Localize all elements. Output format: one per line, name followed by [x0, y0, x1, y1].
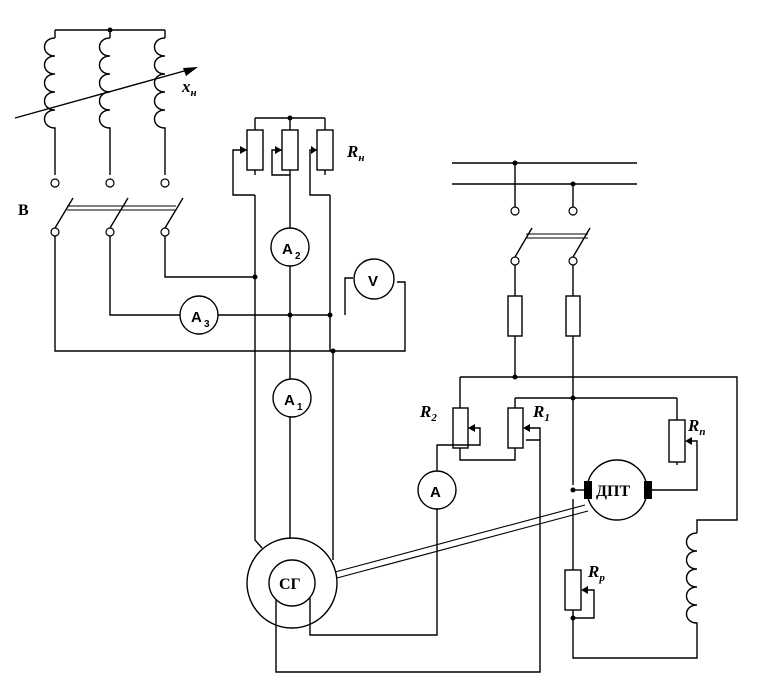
meter-a3: A 3 [179, 295, 219, 335]
switch-b: В [18, 178, 184, 237]
svg-text:3: 3 [204, 319, 210, 330]
starting-resistor: Rр [564, 499, 698, 659]
synchronous-generator: СГ [246, 439, 589, 673]
svg-text:A: A [282, 241, 293, 258]
load-resistor-bank: Rн [232, 115, 364, 196]
generator-label: СГ [279, 576, 301, 593]
dc-supply [452, 160, 637, 485]
dc-motor: ДПТ [570, 459, 652, 521]
switch-b-label: В [18, 202, 29, 219]
svg-text:A: A [430, 484, 441, 501]
right-circuit: R2 R1 Rп [419, 374, 738, 533]
resistor-rn-label: Rп [687, 416, 705, 438]
svg-text:A: A [284, 392, 295, 409]
svg-text:2: 2 [295, 251, 301, 262]
resistor-r1-label: R1 [532, 402, 550, 424]
meter-a1: A 1 [272, 378, 312, 418]
load-bank-label: Rн [346, 142, 364, 164]
left-wiring [54, 175, 406, 560]
svg-text:1: 1 [297, 402, 303, 413]
dc-motor-label: ДПТ [596, 483, 630, 500]
meter-a: A [417, 470, 457, 510]
excitation-winding [685, 532, 698, 640]
resistor-rp-label: Rр [587, 562, 605, 584]
resistor-r2-label: R2 [419, 402, 437, 424]
svg-text:A: A [191, 309, 202, 326]
meter-v: V [353, 258, 395, 300]
meter-a2: A 2 [270, 227, 310, 267]
inductor-bank-label: xн [181, 77, 197, 99]
svg-text:V: V [368, 273, 378, 290]
inductor-bank: xн [14, 27, 198, 175]
